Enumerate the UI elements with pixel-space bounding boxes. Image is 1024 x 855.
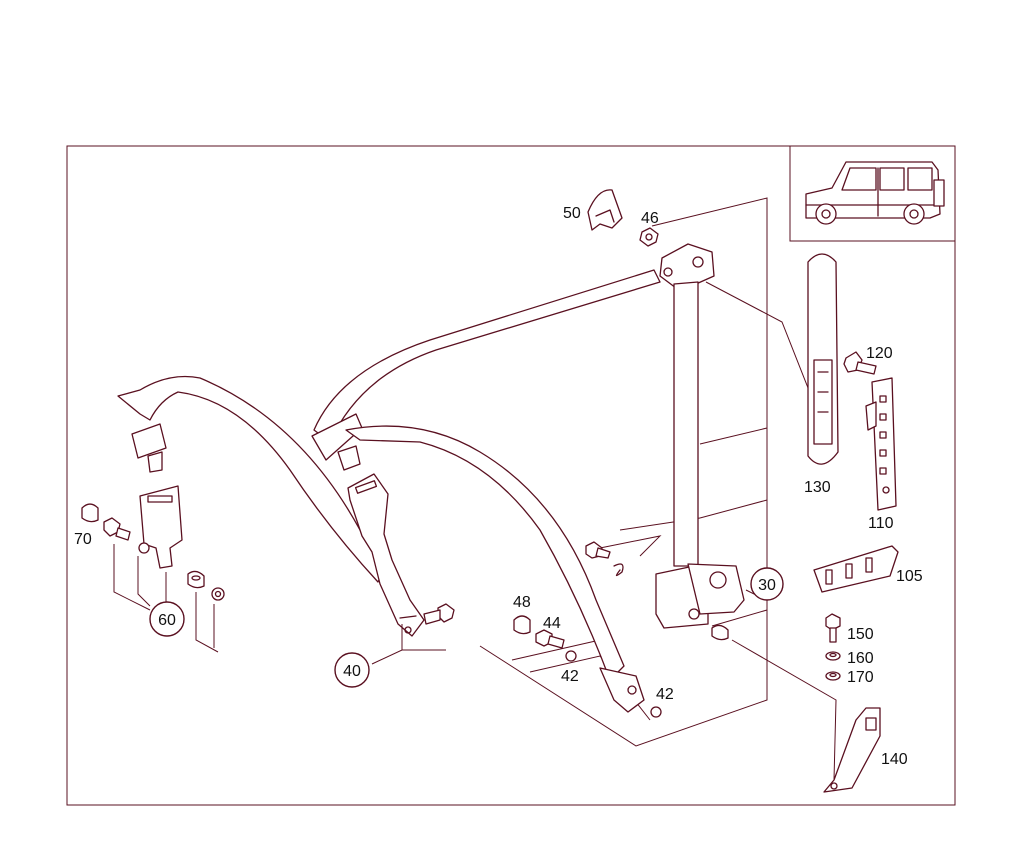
bushing-60 [187, 570, 205, 589]
bolt-retractor [585, 541, 611, 559]
bushing-retractor [711, 624, 729, 641]
leader-60 [113, 544, 219, 653]
label-140: 140 [881, 751, 908, 768]
rear-belt-strap [117, 375, 387, 583]
label-46: 46 [641, 210, 659, 227]
retractor-assembly [655, 243, 745, 629]
adjuster-rail [865, 377, 897, 511]
bracket-105 [813, 545, 899, 593]
cover-cap [587, 189, 623, 231]
callout-60: 60 [149, 601, 185, 637]
leader-40 [371, 624, 446, 665]
washer-42a [565, 650, 577, 662]
label-50: 50 [563, 205, 581, 222]
sleeve-70 [81, 503, 99, 523]
height-adjuster-cover [807, 253, 839, 465]
label-42a: 42 [561, 668, 579, 685]
vehicle-thumbnail [789, 146, 955, 242]
nut-46 [639, 227, 659, 247]
bolt-44 [535, 629, 565, 649]
sleeve-48 [513, 615, 531, 635]
label-48: 48 [513, 594, 531, 611]
diagram-frame [66, 145, 956, 806]
washer-160 [825, 651, 841, 661]
label-105: 105 [896, 568, 923, 585]
label-120: 120 [866, 345, 893, 362]
svg-text:60: 60 [158, 612, 176, 629]
label-70: 70 [74, 531, 92, 548]
callout-40: 40 [334, 652, 370, 688]
svg-text:40: 40 [343, 663, 361, 680]
bolt-120 [843, 351, 877, 375]
shoulder-belt [311, 269, 661, 713]
label-44: 44 [543, 615, 561, 632]
label-160: 160 [847, 650, 874, 667]
buckle-left [139, 485, 183, 569]
label-42b: 42 [656, 686, 674, 703]
bolt-40 [423, 603, 455, 625]
washer-60b [211, 587, 225, 601]
label-130: 130 [804, 479, 831, 496]
callout-30: 30 [750, 567, 784, 601]
washer-60a [138, 542, 150, 554]
bolt-150 [825, 613, 841, 643]
label-110: 110 [868, 515, 894, 532]
spring-retractor [613, 563, 624, 577]
label-150: 150 [847, 626, 874, 643]
anchor-bracket-140 [823, 707, 881, 793]
washer-42b [650, 706, 662, 718]
label-170: 170 [847, 669, 874, 686]
bolt-70 [103, 517, 131, 541]
buckle-center [347, 473, 425, 637]
svg-text:30: 30 [758, 577, 776, 594]
leader-140 [731, 639, 837, 781]
spring-washer-170 [825, 671, 841, 681]
vehicle-icon [805, 161, 945, 225]
